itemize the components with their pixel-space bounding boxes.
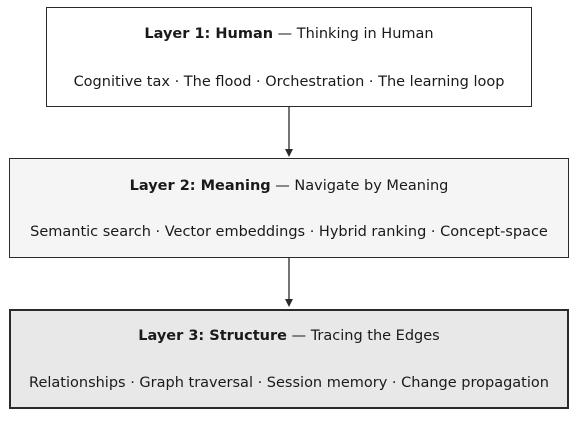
- layer-3-items: Relationships · Graph traversal · Sessio…: [29, 375, 549, 391]
- layer-2-items: Semantic search · Vector embeddings · Hy…: [30, 224, 548, 240]
- layer-1-separator: —: [277, 26, 293, 42]
- layer-1-box: Layer 1: Human — Thinking in Human Cogni…: [46, 7, 532, 107]
- layer-3-subtitle: Tracing the Edges: [310, 328, 440, 344]
- layer-3-box: Layer 3: Structure — Tracing the Edges R…: [9, 309, 569, 409]
- layer-3-title: Layer 3: Structure — Tracing the Edges: [11, 328, 567, 344]
- arrow-layer-2-to-3: [285, 258, 293, 307]
- layer-2-title: Layer 2: Meaning — Navigate by Meaning: [10, 178, 568, 194]
- layer-2-label: Layer 2: Meaning: [129, 178, 271, 194]
- layer-3-label: Layer 3: Structure: [138, 328, 287, 344]
- arrow-layer-1-to-2: [285, 107, 293, 157]
- layer-2-separator: —: [275, 178, 290, 194]
- layer-1-items: Cognitive tax · The flood · Orchestratio…: [73, 74, 505, 90]
- layer-1-title: Layer 1: Human — Thinking in Human: [47, 26, 531, 42]
- layer-3-separator: —: [291, 328, 307, 344]
- layer-1-label: Layer 1: Human: [144, 26, 274, 42]
- layer-1-subtitle: Thinking in Human: [296, 26, 434, 42]
- layer-2-box: Layer 2: Meaning — Navigate by Meaning S…: [9, 158, 569, 258]
- layer-2-subtitle: Navigate by Meaning: [294, 178, 449, 194]
